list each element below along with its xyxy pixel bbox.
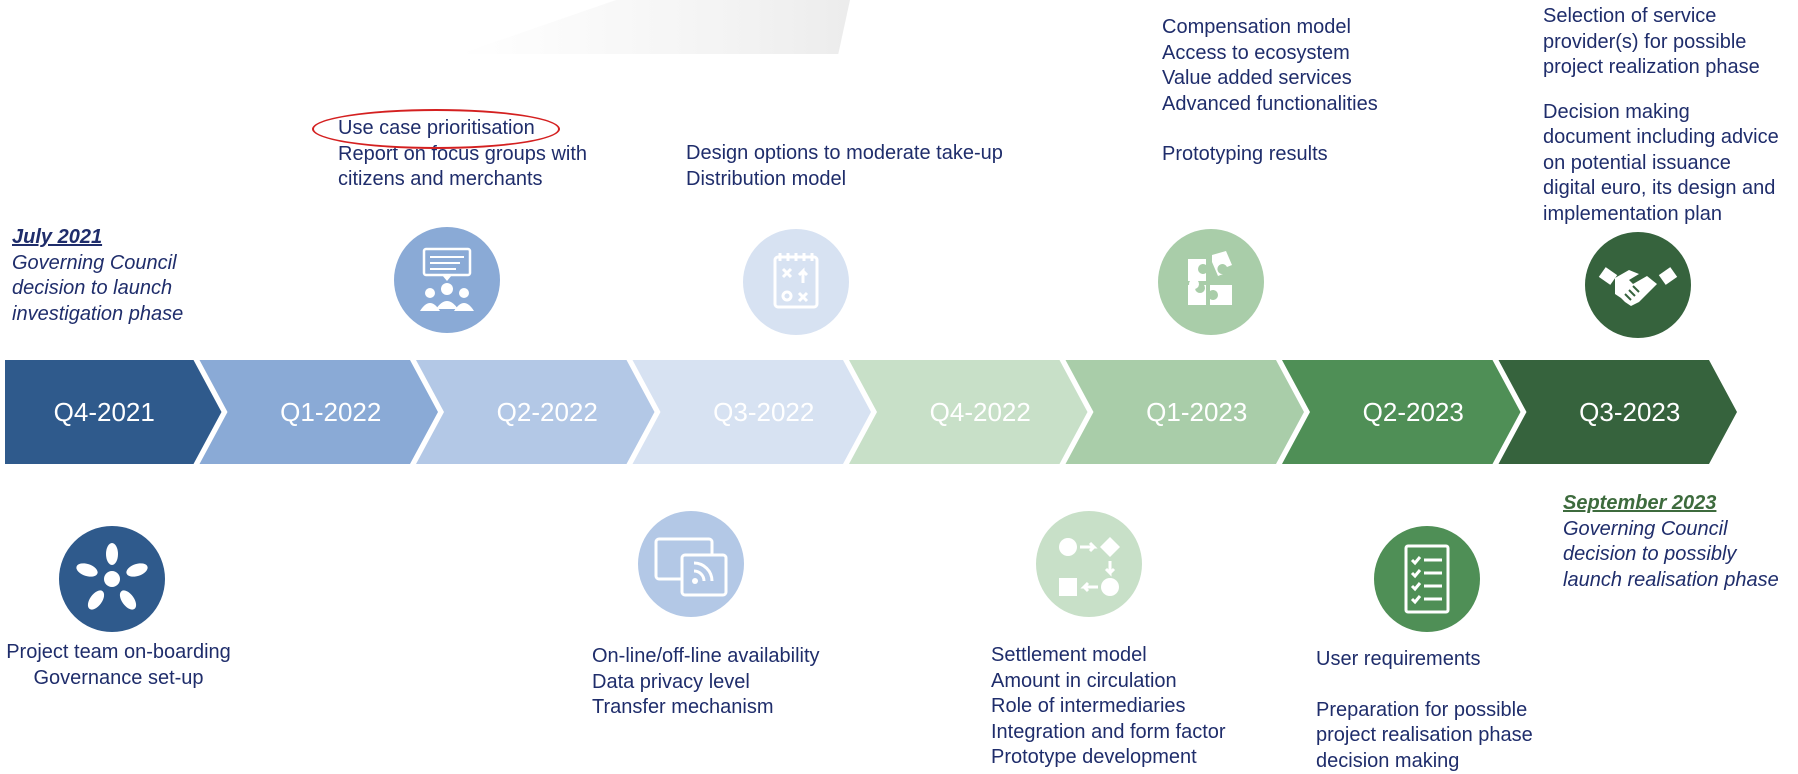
deliverable-item: implementation plan	[1543, 202, 1779, 228]
decorative-gradient-shape	[460, 0, 850, 54]
q2-2023-deliverables: User requirements Preparation for possib…	[1316, 647, 1533, 774]
checklist-icon	[1374, 526, 1480, 632]
process-flow-icon	[1036, 511, 1142, 617]
puzzle-icon	[1158, 229, 1264, 335]
wireless-device-icon	[638, 511, 744, 617]
q4-2022-deliverables: Settlement model Amount in circulation R…	[991, 643, 1226, 771]
end-note-heading: September 2023	[1563, 491, 1779, 517]
quarter-label: Q4-2021	[54, 397, 155, 427]
end-note-line: decision to possibly	[1563, 542, 1779, 568]
end-note-line: Governing Council	[1563, 517, 1779, 543]
deliverable-item: Distribution model	[686, 167, 1003, 193]
deliverable-item: Access to ecosystem	[1162, 41, 1378, 67]
deliverable-item: digital euro, its design and	[1543, 176, 1779, 202]
deliverable-item: Role of intermediaries	[991, 694, 1226, 720]
deliverable-item: Prototype development	[991, 745, 1226, 771]
start-note: July 2021 Governing Council decision to …	[12, 225, 183, 327]
quarter-label: Q2-2022	[497, 397, 598, 427]
end-note: September 2023 Governing Council decisio…	[1563, 491, 1779, 593]
deliverable-item: Project team on-boarding	[0, 640, 237, 666]
deliverable-item: provider(s) for possible	[1543, 30, 1779, 56]
quarter-label: Q3-2022	[713, 397, 814, 427]
deliverable-item: User requirements	[1316, 647, 1533, 673]
deliverable-item: Design options to moderate take-up	[686, 141, 1003, 167]
deliverable-item: Integration and form factor	[991, 720, 1226, 746]
deliverable-item: on potential issuance	[1543, 151, 1779, 177]
start-note-heading: July 2021	[12, 225, 183, 251]
quarter-label: Q3-2023	[1579, 397, 1680, 427]
quarter-label: Q4-2022	[930, 397, 1031, 427]
deliverable-item: Transfer mechanism	[592, 695, 820, 721]
timeline-chevrons: Q4-2021 Q1-2022 Q2-2022 Q3-2022 Q4-2022 Q1-20…	[0, 360, 1798, 464]
q4-2021-deliverables: Project team on-boarding Governance set-…	[0, 640, 237, 691]
deliverable-item: Advanced functionalities	[1162, 92, 1378, 118]
deliverable-item: decision making	[1316, 749, 1533, 774]
strategy-board-icon	[743, 229, 849, 335]
q3-2022-deliverables: Design options to moderate take-up Distr…	[686, 141, 1003, 192]
focus-group-icon	[394, 227, 500, 333]
start-note-line: Governing Council	[12, 251, 183, 277]
hands-circle-icon	[59, 526, 165, 632]
quarter-label: Q2-2023	[1363, 397, 1464, 427]
q2-2022-deliverables: On-line/off-line availability Data priva…	[592, 644, 820, 721]
deliverable-item: Amount in circulation	[991, 669, 1226, 695]
deliverable-item: project realisation phase	[1316, 723, 1533, 749]
quarter-label: Q1-2023	[1146, 397, 1247, 427]
deliverable-item: Preparation for possible	[1316, 698, 1533, 724]
quarter-label: Q1-2022	[280, 397, 381, 427]
q3-2023-deliverables: Selection of service provider(s) for pos…	[1543, 4, 1779, 227]
start-note-line: decision to launch	[12, 276, 183, 302]
deliverable-item: Decision making	[1543, 100, 1779, 126]
start-note-line: investigation phase	[12, 302, 183, 328]
deliverable-item: Compensation model	[1162, 15, 1378, 41]
deliverable-item: Value added services	[1162, 66, 1378, 92]
deliverable-item: Settlement model	[991, 643, 1226, 669]
deliverable-item: Data privacy level	[592, 670, 820, 696]
deliverable-item: citizens and merchants	[338, 167, 587, 193]
deliverable-item: On-line/off-line availability	[592, 644, 820, 670]
end-note-line: launch realisation phase	[1563, 568, 1779, 594]
deliverable-item: Prototyping results	[1162, 142, 1378, 168]
highlight-ellipse	[312, 109, 560, 149]
handshake-icon	[1585, 232, 1691, 338]
deliverable-item: project realization phase	[1543, 55, 1779, 81]
deliverable-item: Governance set-up	[0, 666, 237, 692]
deliverable-item: Selection of service	[1543, 4, 1779, 30]
deliverable-item: document including advice	[1543, 125, 1779, 151]
q1-2023-deliverables: Compensation model Access to ecosystem V…	[1162, 15, 1378, 168]
